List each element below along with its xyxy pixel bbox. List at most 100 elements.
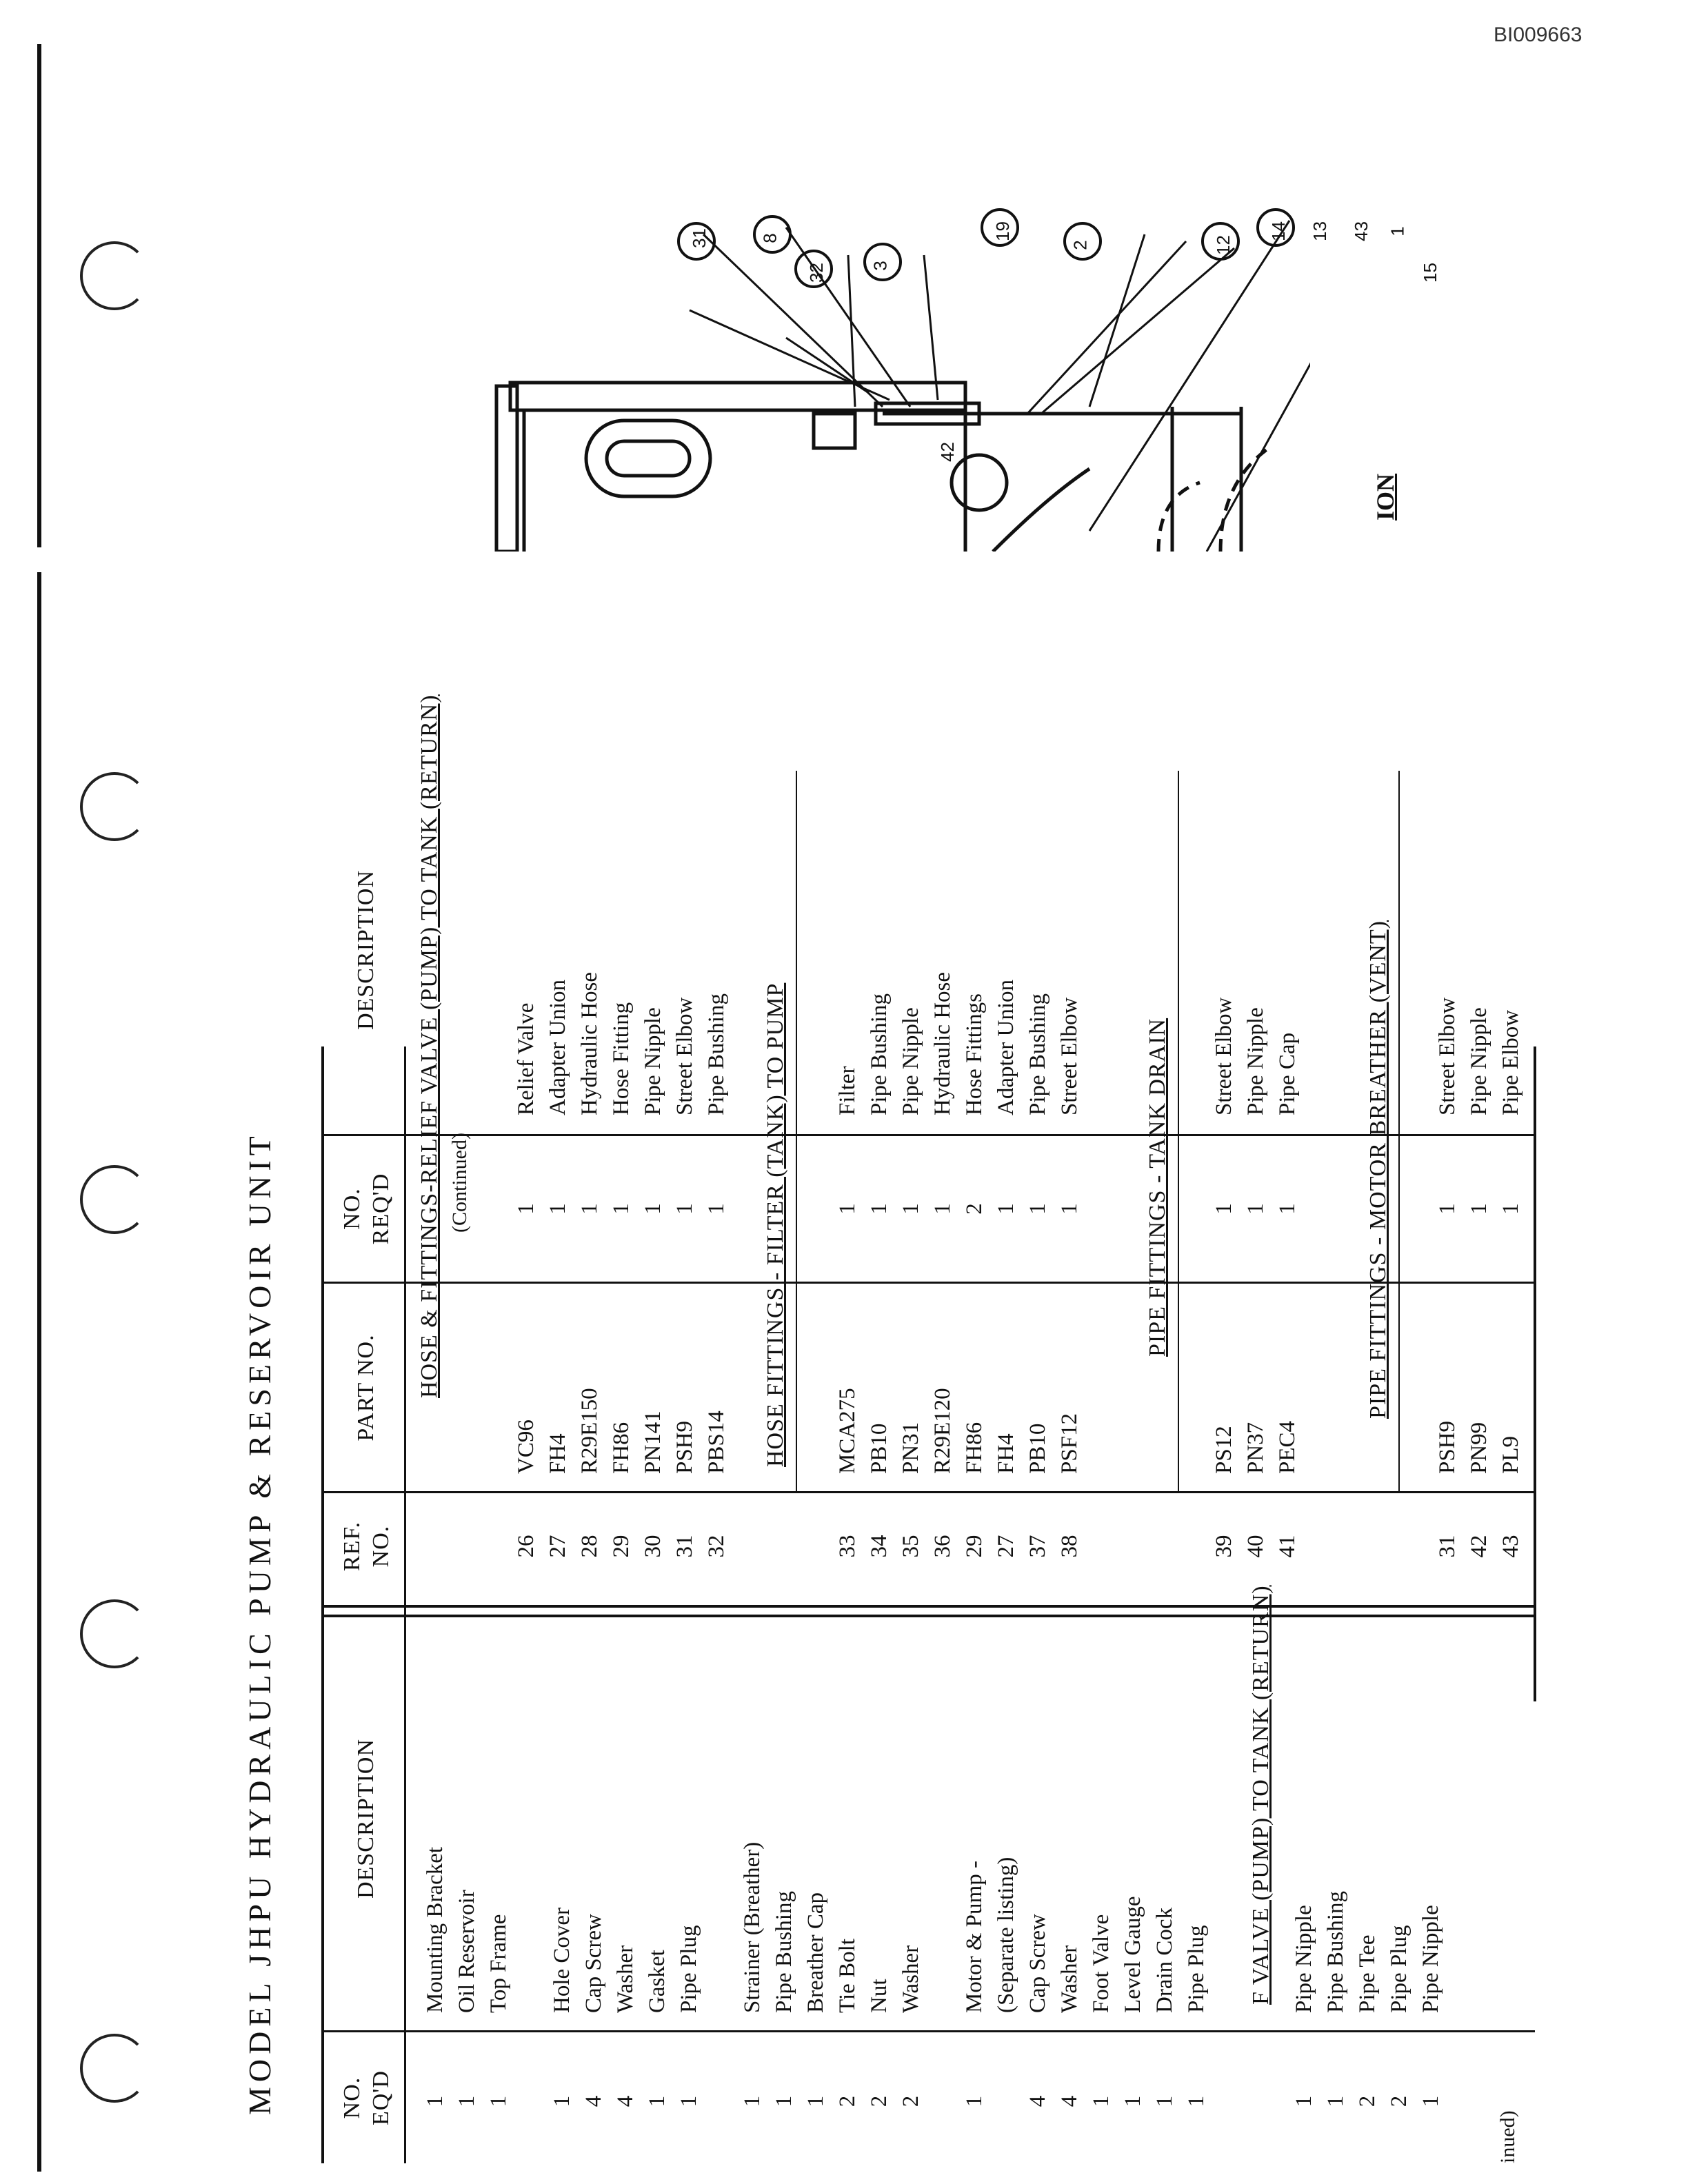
callout-label: 31 <box>688 228 710 248</box>
table-row: 1 <box>1435 1203 1460 1215</box>
punch-hole <box>80 241 149 310</box>
table-row: 26 <box>514 1535 539 1558</box>
table-row: 1 <box>545 1203 570 1215</box>
header-part-no: PART NO. <box>353 1334 379 1442</box>
header-description-left: DESCRIPTION <box>353 1738 379 1899</box>
left-description-column: Mounting Bracket Oil Reservoir Top Frame… <box>419 1620 1212 2013</box>
table-row: 29 <box>609 1535 634 1558</box>
callout-label: 3 <box>870 261 891 271</box>
table-row: Hydraulic Hose <box>577 971 602 1115</box>
left-qty-column-2: 1 1 2 2 1 <box>1288 2039 1447 2163</box>
list-item: 1 <box>676 2095 701 2107</box>
ref-column-1: 26 27 28 29 30 31 32 <box>510 1495 732 1598</box>
ref-column-2: 33 34 35 36 29 27 37 38 <box>832 1495 1085 1598</box>
table-row: 1 <box>704 1203 729 1215</box>
list-item <box>927 2039 958 2163</box>
list-item: 1 <box>1089 2095 1114 2107</box>
list-item: Cap Screw <box>1025 1914 1050 2013</box>
document-id: BI009663 <box>1494 23 1582 46</box>
section-rule <box>796 771 797 1493</box>
table-row: 1 <box>1025 1203 1050 1215</box>
column-divider-double-a <box>321 1615 1535 1617</box>
list-item: Level Gauge <box>1121 1896 1145 2014</box>
table-row: 34 <box>867 1535 892 1558</box>
qty-column-1: 1 1 1 1 1 1 1 <box>510 1138 732 1280</box>
table-row: 2 <box>962 1203 987 1215</box>
table-row: 27 <box>994 1535 1018 1558</box>
callout-marker <box>677 222 716 261</box>
section-heading-4: PIPE FITTINGS - MOTOR BREATHER (VENT) <box>1365 920 1391 1419</box>
table-row: 36 <box>930 1535 955 1558</box>
table-row: PSF12 <box>1057 1413 1082 1474</box>
left-continued-note: inued) <box>1496 2110 1519 2163</box>
callout-label: 43 <box>1350 221 1372 241</box>
list-item: 2 <box>835 2095 860 2107</box>
table-row: 1 <box>609 1203 634 1215</box>
list-item: Foot Valve <box>1089 1914 1114 2013</box>
table-row: 1 <box>514 1203 539 1215</box>
table-row: PB10 <box>867 1423 892 1474</box>
list-item: Tie Bolt <box>835 1939 860 2013</box>
list-item: Washer <box>613 1945 638 2013</box>
list-item: 4 <box>1025 2095 1050 2107</box>
list-item: Motor & Pump - <box>962 1861 987 2013</box>
list-item: Breather Cap <box>803 1892 828 2013</box>
section-heading-3: PIPE FITTINGS - TANK DRAIN <box>1145 1018 1170 1357</box>
punch-hole <box>80 772 149 841</box>
table-row: 33 <box>835 1535 860 1558</box>
table-row: PN141 <box>641 1410 665 1474</box>
header-ref-no: REF. NO. <box>339 1521 394 1572</box>
table-row: Adapter Union <box>994 979 1018 1115</box>
callout-label: 13 <box>1309 221 1330 241</box>
section-heading-2: HOSE FITTINGS - FILTER (TANK) TO PUMP <box>763 982 788 1467</box>
punch-hole <box>80 1165 149 1234</box>
table-row: VC96 <box>514 1419 539 1474</box>
table-row: Street Elbow <box>1212 997 1236 1115</box>
binder-line-top <box>37 44 41 547</box>
list-item: Gasket <box>645 1950 670 2013</box>
list-item: Drain Cock <box>1152 1907 1177 2013</box>
list-item: Washer <box>898 1945 923 2013</box>
qty-column-4: 1 1 1 <box>1431 1138 1527 1280</box>
list-item: Nut <box>867 1979 892 2014</box>
list-item: Pipe Nipple <box>1418 1905 1443 2013</box>
list-item: 1 <box>423 2095 448 2107</box>
table-row: Pipe Nipple <box>1467 1007 1491 1115</box>
list-item <box>990 2039 1022 2163</box>
list-item: 1 <box>803 2095 828 2107</box>
table-row: Pipe Bushing <box>867 993 892 1115</box>
callout-marker <box>753 215 792 254</box>
list-item: 2 <box>1355 2095 1380 2107</box>
table-row: 1 <box>1212 1203 1236 1215</box>
table-row: 1 <box>835 1203 860 1215</box>
list-item <box>705 2039 736 2163</box>
list-item: Mounting Bracket <box>423 1846 448 2013</box>
table-row: PN99 <box>1467 1422 1491 1474</box>
callout-label: 32 <box>805 263 827 283</box>
column-divider-double-b <box>321 1605 1535 1608</box>
table-row: Pipe Bushing <box>704 993 729 1115</box>
table-row: FH4 <box>545 1433 570 1474</box>
table-row: 30 <box>641 1535 665 1558</box>
ref-column-4: 31 42 43 <box>1431 1495 1527 1598</box>
table-row: Hose Fitting <box>609 1002 634 1115</box>
table-row: Street Elbow <box>672 997 697 1115</box>
table-row: Street Elbow <box>1435 997 1460 1115</box>
list-item: 1 <box>1152 2095 1177 2107</box>
table-row: 1 <box>1057 1203 1082 1215</box>
table-row: 1 <box>930 1203 955 1215</box>
list-item <box>927 1620 958 2013</box>
table-row: 32 <box>704 1535 729 1558</box>
table-row: 39 <box>1212 1535 1236 1558</box>
list-item: 1 <box>1323 2095 1348 2107</box>
table-row: 35 <box>898 1535 923 1558</box>
table-row: 1 <box>577 1203 602 1215</box>
table-rule-bottom <box>1534 1046 1536 1701</box>
table-row: FH86 <box>609 1422 634 1474</box>
list-item: 4 <box>1057 2095 1082 2107</box>
list-item: 1 <box>550 2095 574 2107</box>
callout-label: 19 <box>992 221 1013 241</box>
table-row: Pipe Elbow <box>1498 1009 1523 1115</box>
ref-column-3: 39 40 41 <box>1208 1495 1303 1598</box>
left-section-heading: F VALVE (PUMP) TO TANK (RETURN) <box>1248 1585 1274 2005</box>
